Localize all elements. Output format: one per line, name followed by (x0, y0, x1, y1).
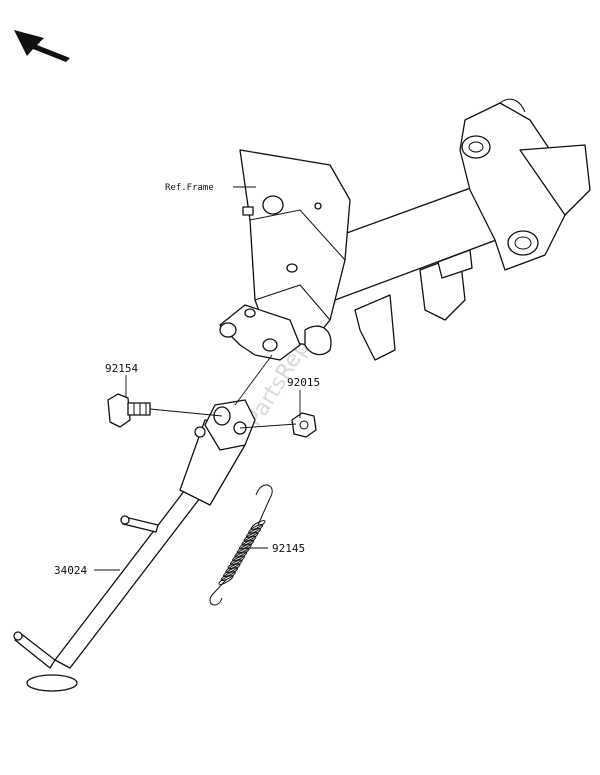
leader-lines (94, 186, 301, 571)
callout-92145: 92145 (272, 542, 305, 555)
callout-92154: 92154 (105, 362, 138, 375)
ref-frame-label: Ref.Frame (165, 183, 214, 193)
spring-coil (218, 575, 234, 585)
nut-part (291, 412, 317, 438)
bolt-part (107, 393, 151, 428)
side-stand-part (13, 399, 256, 692)
callout-34024: 34024 (54, 564, 87, 577)
frame-assembly (219, 98, 591, 361)
arrow-up-left-icon (14, 30, 70, 62)
callout-92015: 92015 (287, 376, 320, 389)
spring-part (209, 484, 273, 606)
